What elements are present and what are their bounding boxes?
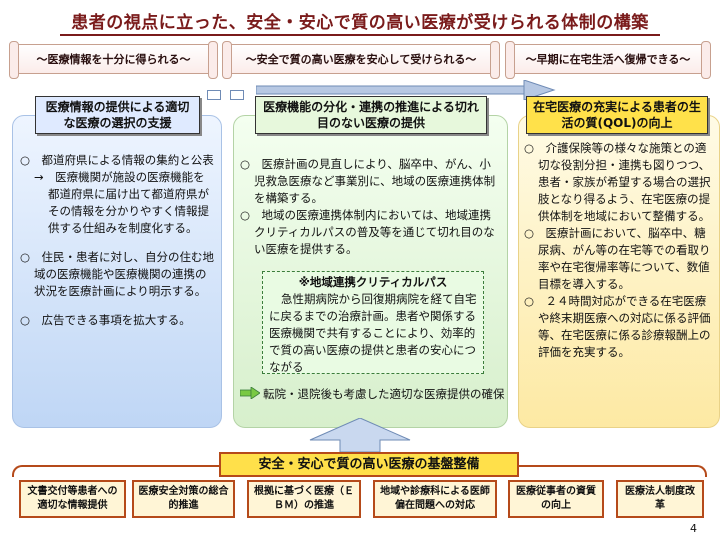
left-point-1-detail: → 医療機関が施設の医療機能を都道府県に届け出て都道府県がその情報を分かりやすく…	[34, 170, 209, 235]
foundation-item-corporation-reform: 医療法人制度改革	[616, 480, 704, 518]
foundation-item-doctor-distribution: 地域や診療科による医師偏在問題への対応	[373, 480, 497, 518]
column-left	[12, 115, 222, 428]
critical-path-box: ※地域連携クリティカルパス 急性期病院から回復期病院を経て自宅に戻るまでの治療計…	[262, 271, 484, 374]
left-point-3: ○ 広告できる事項を拡大する。	[20, 313, 191, 327]
right-point-3: ○ ２４時間対応ができる在宅医療や終末期医療への対応に係る評価等、在宅医療に係る…	[524, 294, 711, 359]
right-arrow-icon	[240, 387, 260, 399]
right-point-1: ○ 介護保険等の様々な施策との適切な役割分担・連携も図りつつ、患者・家族が希望す…	[524, 141, 711, 223]
left-column-body: ○ 都道府県による情報の集約と公表 → 医療機関が施設の医療機能を都道府県に届け…	[20, 152, 216, 341]
mid-point-2: ○ 地域の医療連携体制内においては、地域連携クリティカルパスの普及等を通じて切れ…	[240, 208, 495, 256]
transfer-text: 転院・退院後も考慮した適切な医療提供の確保	[263, 387, 505, 401]
foundation-item-information: 文書交付等患者への適切な情報提供	[19, 480, 126, 518]
banner-information: ～医療情報を十分に得られる～	[9, 41, 218, 79]
left-point-1: ○ 都道府県による情報の集約と公表	[20, 153, 214, 167]
middle-column-body: ○ 医療計画の見直しにより、脳卒中、がん、小児救急医療など事業別に、地域の医療連…	[240, 156, 502, 270]
critical-path-text: 急性期病院から回復期病院を経て自宅に戻るまでの治療計画。患者や関係する医療機関で…	[269, 292, 477, 374]
foundation-title: 安全・安心で質の高い医療の基盤整備	[219, 452, 519, 477]
right-column-body: ○ 介護保険等の様々な施策との適切な役割分担・連携も図りつつ、患者・家族が希望す…	[524, 140, 714, 373]
up-arrow-icon	[309, 418, 411, 452]
page-number: 4	[690, 522, 697, 535]
heading-coordination: 医療機能の分化・連携の推進による切れ目のない医療の提供	[255, 96, 487, 134]
flow-square-1	[207, 90, 221, 100]
title-underline	[60, 34, 660, 36]
foundation-item-staff-quality: 医療従事者の資質の向上	[508, 480, 604, 518]
left-point-2: ○ 住民・患者に対し、自分の住む地域の医療機能や医療機関の連携の状況を医療計画に…	[20, 250, 215, 298]
critical-path-title: ※地域連携クリティカルパス	[298, 275, 448, 289]
heading-home-care: 在宅医療の充実による患者の生活の質(QOL)の向上	[526, 96, 708, 134]
banner-home-return: ～早期に在宅生活へ復帰できる～	[505, 41, 711, 79]
transfer-row: 転院・退院後も考慮した適切な医療提供の確保	[240, 386, 505, 403]
foundation-item-safety: 医療安全対策の総合的推進	[132, 480, 235, 518]
column-right	[518, 115, 720, 428]
heading-information: 医療情報の提供による適切な医療の選択の支援	[35, 96, 200, 134]
foundation-item-ebm: 根拠に基づく医療（ＥＢＭ）の推進	[247, 480, 361, 518]
page-title: 患者の視点に立った、安全・安心で質の高い医療が受けられる体制の構築	[71, 13, 649, 33]
banner-safe-care: ～安全で質の高い医療を安心して受けられる～	[222, 41, 500, 79]
flow-square-2	[230, 90, 244, 100]
mid-point-1: ○ 医療計画の見直しにより、脳卒中、がん、小児救急医療など事業別に、地域の医療連…	[240, 157, 496, 205]
right-point-2: ○ 医療計画において、脳卒中、糖尿病、がん等の在宅等での看取り率や在宅復帰率等に…	[524, 226, 711, 291]
flow-arrow-icon	[256, 80, 556, 100]
